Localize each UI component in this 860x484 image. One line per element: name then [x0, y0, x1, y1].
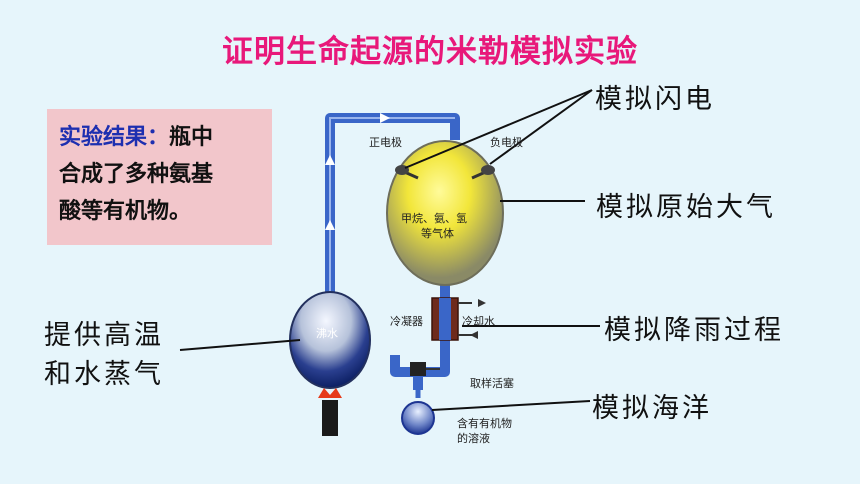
result-line-3: 酸等有机物。	[59, 199, 192, 224]
heat-label-line2: 和水蒸气	[44, 359, 164, 390]
rain-label: 模拟降雨过程	[604, 315, 784, 346]
stopcock-label: 取样活塞	[470, 377, 514, 390]
sample-flask	[401, 401, 435, 435]
stopcock	[410, 362, 440, 376]
condenser-label: 冷凝器	[390, 315, 423, 328]
positive-electrode-label: 正电极	[369, 136, 402, 149]
boiling-water-label: 沸水	[316, 327, 338, 340]
lightning-label: 模拟闪电	[595, 84, 715, 115]
solution-label-line2: 的溶液	[457, 432, 490, 445]
result-line-1: 实验结果：瓶中	[59, 125, 214, 150]
cooling-water-label: 冷却水	[462, 315, 495, 328]
atmosphere-label: 模拟原始大气	[596, 192, 776, 223]
cooling-water-arrows	[470, 299, 486, 339]
result-line-2: 合成了多种氨基	[59, 162, 214, 187]
heat-label-line1: 提供高温	[44, 320, 164, 351]
result-box: 实验结果：瓶中 合成了多种氨基 酸等有机物。	[47, 109, 272, 245]
gas-label-line1: 甲烷、氨、氢	[401, 212, 467, 225]
pointer-lines	[179, 89, 600, 411]
result-heading: 实验结果：	[59, 125, 170, 150]
gas-label-line2: 等气体	[421, 227, 454, 240]
page-title: 证明生命起源的米勒模拟实验	[222, 34, 638, 70]
solution-label-line1: 含有有机物	[457, 417, 512, 430]
ocean-label: 模拟海洋	[592, 393, 712, 424]
negative-electrode-label: 负电极	[490, 136, 523, 149]
flame-icon	[318, 388, 342, 436]
